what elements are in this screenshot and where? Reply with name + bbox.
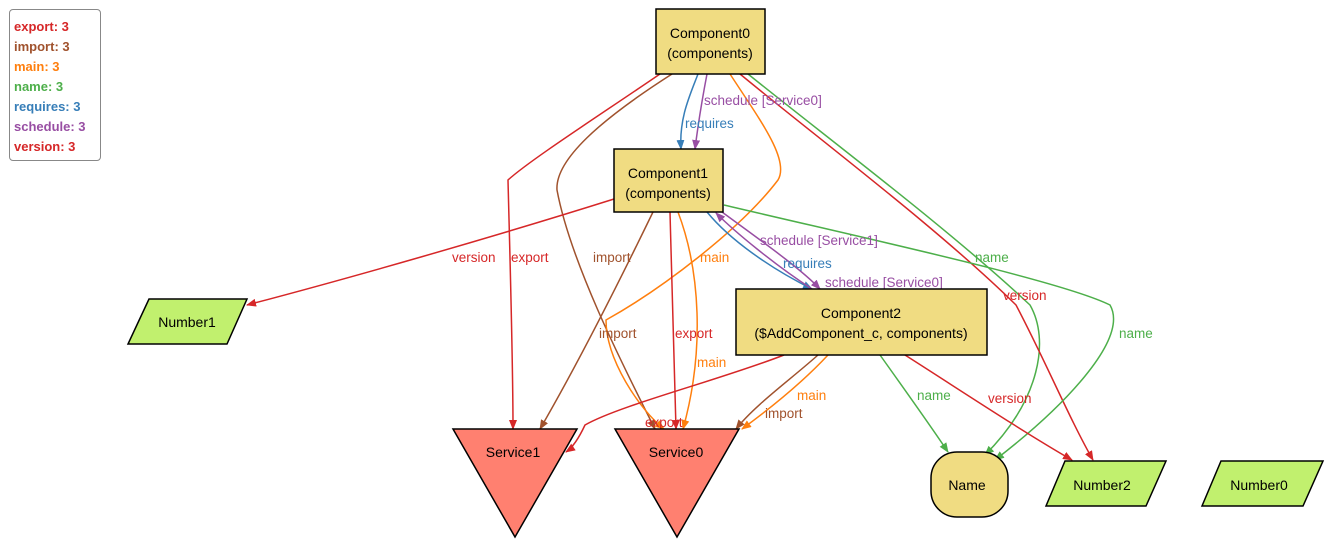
legend-name: name: 3 bbox=[14, 79, 64, 94]
edge-label-c1-n1-version: version bbox=[452, 250, 496, 265]
edge-label-c0-s0-import: import bbox=[599, 326, 637, 341]
node-service0[interactable]: Service0 bbox=[613, 428, 741, 539]
legend-version: version: 3 bbox=[14, 139, 76, 154]
edge-c2-s0-import bbox=[735, 354, 819, 430]
edges bbox=[246, 73, 1115, 461]
edge-c0-c1-requires bbox=[676, 73, 699, 150]
node-service1[interactable]: Service1 bbox=[451, 428, 579, 539]
edge-c1-s0-main bbox=[677, 211, 698, 430]
edge-label-c0-s1-export: export bbox=[511, 250, 549, 265]
node-service0-label: Service0 bbox=[649, 444, 704, 460]
edge-type-legend: export: 3 import: 3 main: 3 name: 3 requ… bbox=[9, 9, 101, 161]
edge-c2-n2-version bbox=[904, 354, 1073, 461]
node-component2[interactable]: Component2 ($AddComponent_c, components) bbox=[735, 288, 988, 356]
node-name-label: Name bbox=[948, 477, 986, 493]
edge-label-c1-s0-main: main bbox=[697, 355, 726, 370]
node-component1[interactable]: Component1 (components) bbox=[613, 148, 724, 213]
legend-main: main: 3 bbox=[14, 59, 60, 74]
edge-label-c0-s0-main: main bbox=[700, 250, 729, 265]
edge-label-c0-name-name: name bbox=[975, 250, 1009, 265]
node-component1-type: (components) bbox=[625, 185, 711, 201]
edge-label-c2-s0-main: main bbox=[797, 388, 826, 403]
node-service1-label: Service1 bbox=[486, 444, 541, 460]
edge-label-c2-c1-schedule: schedule [Service1] bbox=[760, 233, 878, 248]
edge-c0-name-name bbox=[747, 73, 1041, 456]
node-component0-name: Component0 bbox=[670, 25, 750, 41]
node-component1-name: Component1 bbox=[628, 165, 708, 181]
edge-label-c1-s1-import: import bbox=[593, 250, 631, 265]
edge-label-c0-c1-requires: requires bbox=[685, 116, 734, 131]
edge-label-c2-s0-import: import bbox=[765, 406, 803, 421]
edge-labels: schedule [Service0] requires export impo… bbox=[452, 93, 1153, 430]
edge-c0-s0-main bbox=[605, 73, 782, 430]
edge-label-c0-c1-schedule: schedule [Service0] bbox=[704, 93, 822, 108]
edge-c2-s1-export bbox=[565, 354, 785, 453]
edge-c1-name-name bbox=[723, 204, 1115, 461]
node-component0-type: (components) bbox=[667, 45, 753, 61]
edge-c1-n1-version bbox=[246, 198, 615, 307]
node-number1-label: Number1 bbox=[158, 314, 216, 330]
edge-label-c1-name-name: name bbox=[1119, 326, 1153, 341]
edge-label-c1-c2-schedule: schedule [Service0] bbox=[825, 275, 943, 290]
edge-c0-c1-schedule bbox=[692, 73, 708, 150]
edge-label-c2-name-name: name bbox=[917, 388, 951, 403]
edge-c2-name-name bbox=[879, 354, 949, 453]
node-name[interactable]: Name bbox=[930, 451, 1009, 518]
edge-c2-c1-schedule bbox=[715, 212, 813, 290]
edge-c0-s1-export bbox=[507, 73, 661, 430]
node-number1[interactable]: Number1 bbox=[126, 298, 249, 345]
edge-label-c2-n2-version: version bbox=[988, 391, 1032, 406]
node-number2[interactable]: Number2 bbox=[1044, 460, 1168, 507]
edge-label-c2-s1-export: export bbox=[645, 415, 683, 430]
node-component2-name: Component2 bbox=[821, 305, 901, 321]
edge-c0-n2-version bbox=[739, 73, 1094, 461]
edge-c1-s0-export bbox=[669, 211, 680, 430]
legend-import: import: 3 bbox=[14, 39, 70, 54]
legend-schedule: schedule: 3 bbox=[14, 119, 86, 134]
node-number2-label: Number2 bbox=[1073, 477, 1131, 493]
edge-label-c1-c2-requires: requires bbox=[783, 256, 832, 271]
edge-c0-s0-import bbox=[556, 73, 673, 430]
node-component0[interactable]: Component0 (components) bbox=[655, 8, 766, 75]
edge-c1-c2-schedule bbox=[721, 211, 821, 290]
node-number0-label: Number0 bbox=[1230, 477, 1288, 493]
node-component2-type: ($AddComponent_c, components) bbox=[754, 325, 967, 341]
edge-c2-s0-main bbox=[741, 354, 829, 430]
node-number0[interactable]: Number0 bbox=[1200, 460, 1325, 507]
legend-requires: requires: 3 bbox=[14, 99, 81, 114]
legend-export: export: 3 bbox=[14, 19, 69, 34]
edge-label-c0-n2-version: version bbox=[1003, 288, 1047, 303]
edge-c1-s1-import bbox=[539, 211, 654, 430]
edge-label-c1-s0-export: export bbox=[675, 326, 713, 341]
